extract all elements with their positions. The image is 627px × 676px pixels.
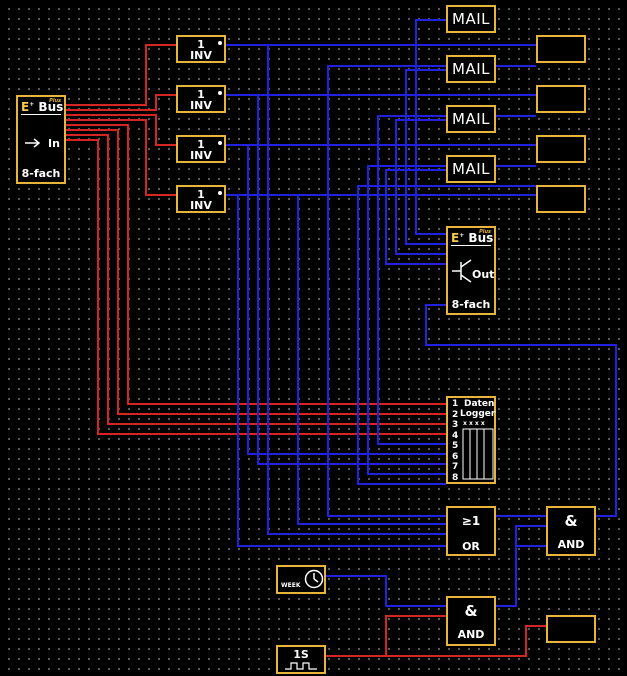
or-gate[interactable]: ≥1 OR xyxy=(446,506,496,556)
wire-4 xyxy=(66,119,176,196)
datalogger-title-1: Daten xyxy=(464,399,495,409)
ebus-out-range: 8-fach xyxy=(451,298,491,311)
mail-label: MAIL xyxy=(452,60,490,78)
wire-13 xyxy=(267,45,446,535)
output-dot-icon xyxy=(218,41,222,45)
week-timer[interactable]: WEEK xyxy=(276,565,326,594)
wire-21 xyxy=(385,169,446,265)
inverter-label: INV xyxy=(190,99,212,112)
pulse-wave-icon xyxy=(285,662,317,670)
output-lamp-2[interactable] xyxy=(536,85,586,113)
inverter-number: 1 xyxy=(197,38,205,51)
wire-5 xyxy=(66,124,446,405)
datalogger-block[interactable]: Daten Logger x x x x 1 2 3 4 5 6 7 8 xyxy=(446,396,496,484)
mail-label: MAIL xyxy=(452,110,490,128)
inverter-number: 1 xyxy=(197,88,205,101)
or-symbol: ≥1 xyxy=(461,514,481,528)
wire-6 xyxy=(66,129,446,415)
ebus-brand: E+ Bus xyxy=(21,100,64,114)
output-dot-icon xyxy=(218,191,222,195)
inverter-number: 1 xyxy=(197,188,205,201)
wire-29 xyxy=(326,575,446,607)
wire-32 xyxy=(385,615,446,656)
mail-block-4[interactable]: MAIL xyxy=(446,155,496,183)
and-symbol: & xyxy=(464,602,478,620)
wire-19 xyxy=(405,69,446,245)
ebus-plus-mark: Plus xyxy=(479,229,491,235)
ebus-out-label: Out xyxy=(472,268,495,281)
wire-8 xyxy=(66,139,446,435)
output-lamp-3[interactable] xyxy=(536,135,586,163)
ebus-in-range: 8-fach xyxy=(21,167,61,180)
input-arrow-icon xyxy=(25,138,41,148)
wire-25 xyxy=(357,185,536,485)
wire-30 xyxy=(496,525,546,607)
output-dot-icon xyxy=(218,91,222,95)
ebus-out-module[interactable]: Plus E+ Bus Out 8-fach xyxy=(446,226,496,315)
inverter-label: INV xyxy=(190,49,212,62)
wire-14 xyxy=(257,95,446,465)
wire-26 xyxy=(425,304,617,517)
pulse-generator[interactable]: 1S xyxy=(276,645,326,674)
channel-marks: x x x x xyxy=(463,420,485,427)
mail-label: MAIL xyxy=(452,10,490,28)
wire-31 xyxy=(326,625,546,657)
pulse-label: 1S xyxy=(293,648,309,661)
wire-7 xyxy=(66,134,446,425)
mail-block-3[interactable]: MAIL xyxy=(446,105,496,133)
week-label: WEEK xyxy=(281,582,301,589)
mail-label: MAIL xyxy=(452,160,490,178)
wire-22 xyxy=(327,65,536,517)
ebus-plus-mark: Plus xyxy=(49,98,61,104)
wire-16 xyxy=(237,195,446,547)
and-label: AND xyxy=(557,538,585,551)
wire-18 xyxy=(415,19,446,235)
or-label: OR xyxy=(462,540,480,553)
output-dot-icon xyxy=(218,141,222,145)
and-gate-lower[interactable]: & AND xyxy=(446,596,496,646)
wire-15 xyxy=(247,145,446,455)
output-lamp-4[interactable] xyxy=(536,185,586,213)
transistor-icon xyxy=(452,259,472,283)
inverter-number: 1 xyxy=(197,138,205,151)
and-label: AND xyxy=(457,628,485,641)
wire-3 xyxy=(66,114,176,146)
ebus-brand: E+ Bus xyxy=(451,231,494,245)
datalogger-title-2: Logger xyxy=(460,409,496,419)
mail-block-1[interactable]: MAIL xyxy=(446,5,496,33)
wire-17 xyxy=(297,195,446,525)
output-lamp-5[interactable] xyxy=(546,615,596,643)
mail-block-2[interactable]: MAIL xyxy=(446,55,496,83)
output-lamp-1[interactable] xyxy=(536,35,586,63)
inverter-label: INV xyxy=(190,149,212,162)
clock-icon xyxy=(304,569,324,589)
ebus-in-label: In xyxy=(48,137,60,150)
ebus-in-module[interactable]: Plus E+ Bus In 8-fach xyxy=(16,95,66,184)
wire-1 xyxy=(66,44,176,106)
and-gate-upper[interactable]: & AND xyxy=(546,506,596,556)
wire-2 xyxy=(66,94,176,111)
inverter-label: INV xyxy=(190,199,212,212)
datalogger-tracks-icon xyxy=(462,428,494,480)
and-symbol: & xyxy=(564,512,578,530)
